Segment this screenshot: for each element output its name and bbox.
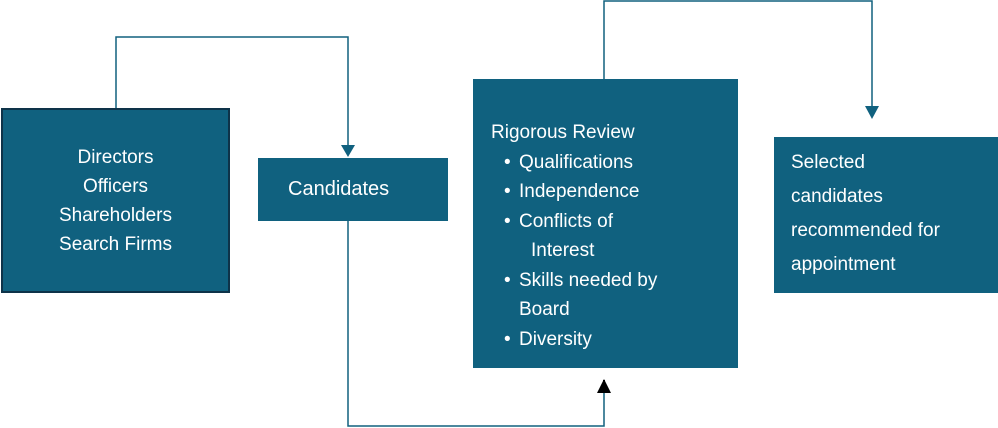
source-search-firms: Search Firms	[59, 233, 172, 255]
selected-line-1: Selected	[791, 152, 865, 173]
selected-line-4: appointment	[791, 254, 896, 275]
selected-line-2: candidates	[791, 186, 883, 207]
review-item-qualifications: Qualifications	[491, 148, 738, 178]
review-item-conflicts: Conflicts of Interest	[491, 207, 738, 266]
selected-line-3: recommended for	[791, 220, 940, 241]
connector-candidates-to-review	[347, 221, 605, 427]
source-directors: Directors	[77, 146, 154, 168]
review-item-independence: Independence	[491, 177, 738, 207]
connector-sources-to-candidates	[115, 36, 349, 146]
review-item-diversity: Diversity	[491, 325, 738, 355]
review-item-skills: Skills needed by Board	[491, 266, 738, 325]
sources-box: Directors Officers Shareholders Search F…	[1, 108, 230, 293]
arrowhead-down-selected	[865, 106, 879, 119]
candidates-box: Candidates	[258, 158, 448, 221]
selected-box: Selected candidates recommended for appo…	[774, 137, 998, 293]
candidates-label: Candidates	[288, 178, 390, 200]
review-box: Rigorous Review Qualifications Independe…	[473, 79, 738, 368]
connector-review-to-selected	[603, 0, 873, 107]
review-title: Rigorous Review	[491, 122, 635, 143]
source-shareholders: Shareholders	[58, 204, 173, 226]
review-criteria-list: Qualifications Independence Conflicts of…	[491, 148, 738, 355]
source-officers: Officers	[82, 175, 149, 197]
arrowhead-down-candidates	[341, 145, 355, 157]
